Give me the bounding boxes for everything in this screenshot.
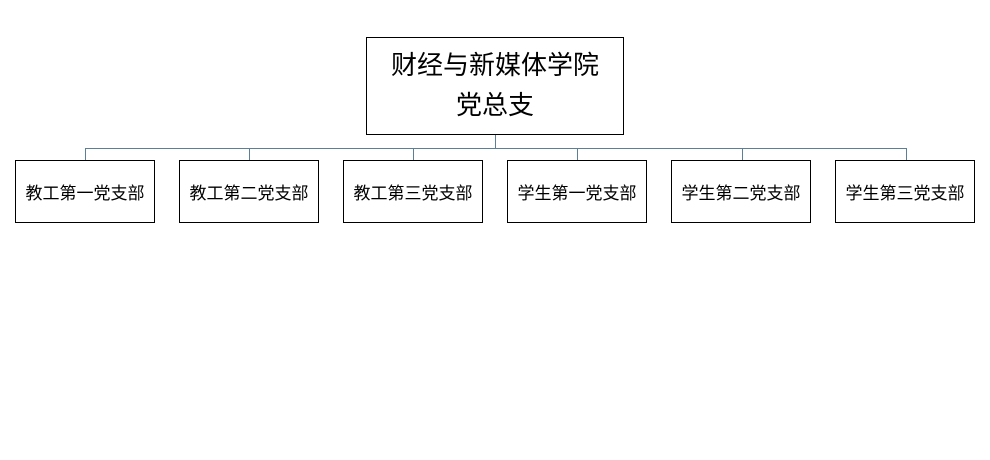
- child-node-label: 教工第三党支部: [353, 184, 473, 204]
- root-node-line-2: 党总支: [455, 91, 534, 121]
- child-connector: [413, 148, 414, 160]
- horizontal-connector: [85, 148, 907, 149]
- child-node-faculty-3: 教工第三党支部: [343, 160, 483, 223]
- child-node-student-3: 学生第三党支部: [835, 160, 975, 223]
- root-node-line-1: 财经与新媒体学院: [390, 51, 599, 81]
- child-connector: [742, 148, 743, 160]
- child-node-label: 学生第一党支部: [517, 184, 637, 204]
- child-connector: [249, 148, 250, 160]
- child-node-student-2: 学生第二党支部: [671, 160, 811, 223]
- child-node-student-1: 学生第一党支部: [507, 160, 647, 223]
- child-node-label: 学生第二党支部: [681, 184, 801, 204]
- child-node-faculty-2: 教工第二党支部: [179, 160, 319, 223]
- child-connector: [85, 148, 86, 160]
- root-connector: [495, 135, 496, 148]
- child-connector: [577, 148, 578, 160]
- child-node-label: 教工第一党支部: [25, 184, 145, 204]
- child-node-label: 教工第二党支部: [189, 184, 309, 204]
- child-node-faculty-1: 教工第一党支部: [15, 160, 155, 223]
- child-node-label: 学生第三党支部: [845, 184, 965, 204]
- root-node: 财经与新媒体学院 党总支: [366, 37, 624, 135]
- child-connector: [906, 148, 907, 160]
